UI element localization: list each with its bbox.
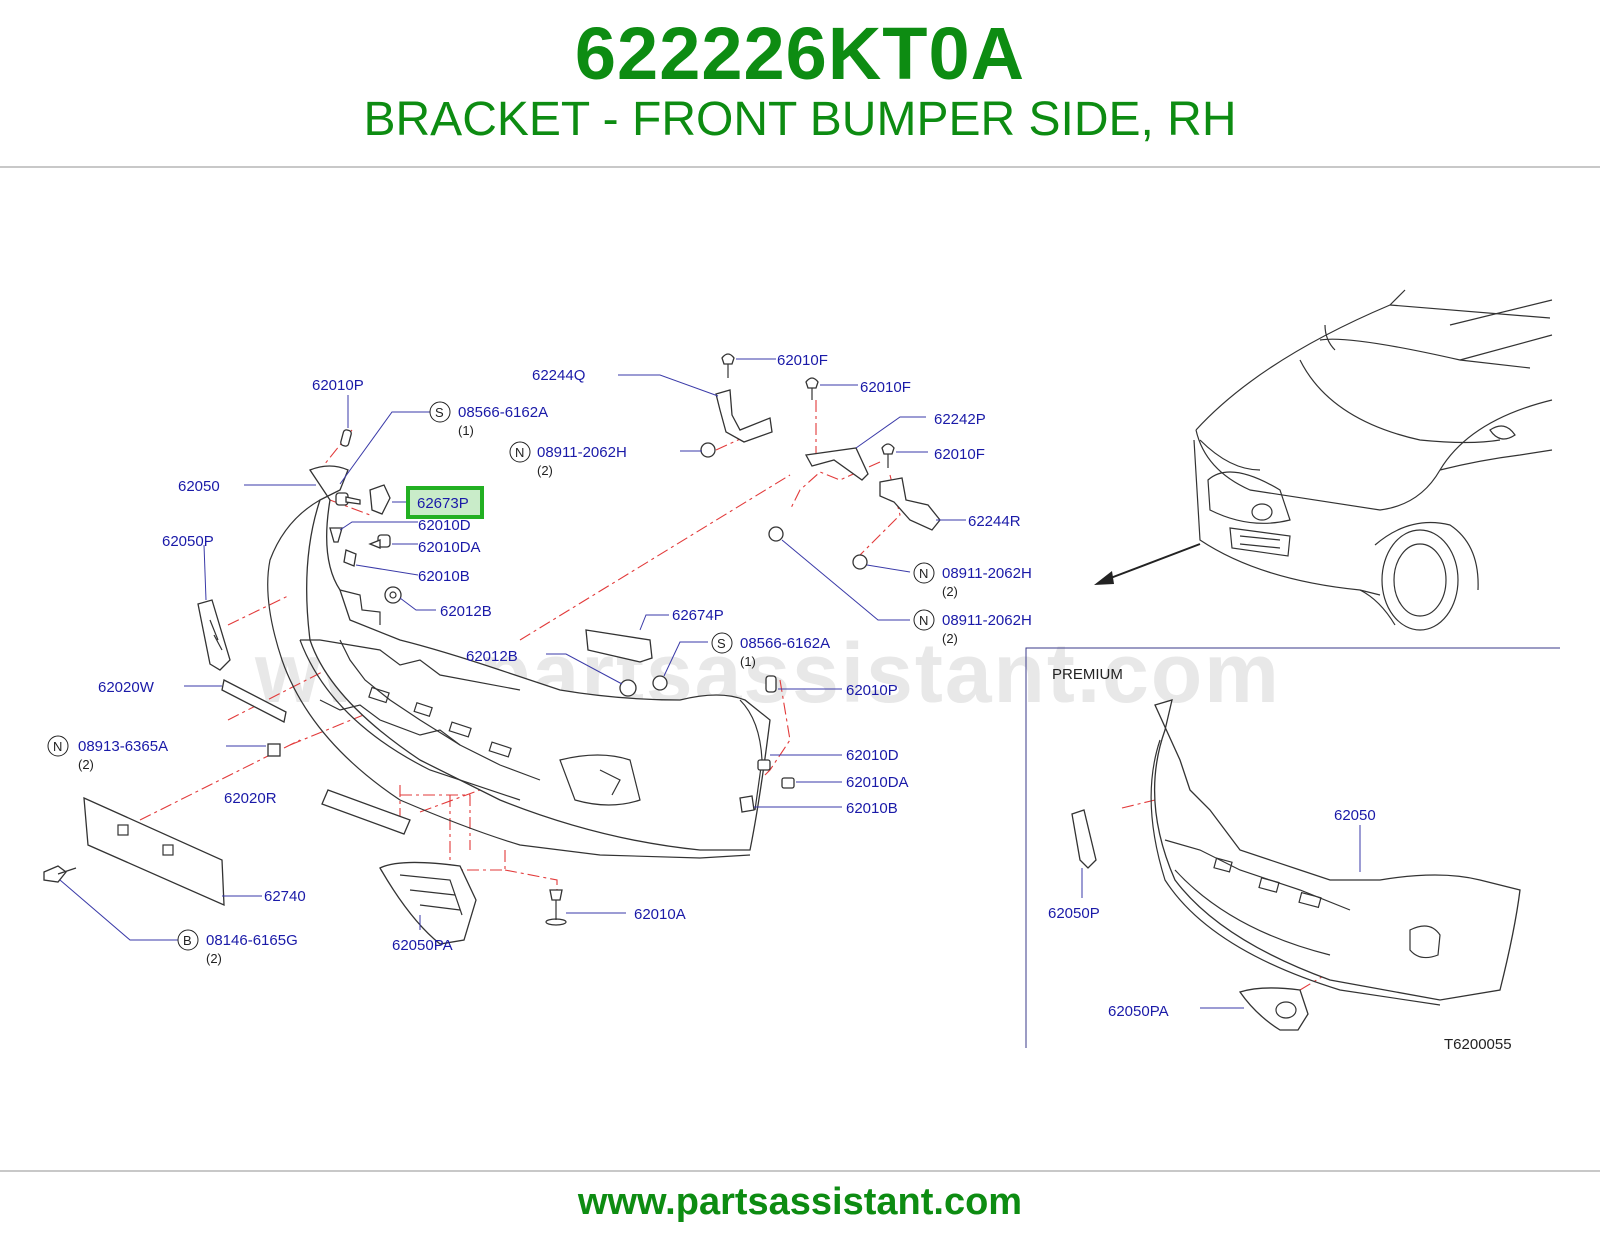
callout-08911-top: 08911-2062H: [537, 444, 627, 461]
callout-08911-low: 08911-2062H: [942, 612, 1032, 629]
qty-08146: (2): [206, 951, 222, 966]
callout-62010B-top: 62010B: [418, 568, 470, 585]
svg-text:S: S: [435, 405, 444, 420]
qty-08566-mid: (1): [740, 654, 756, 669]
svg-text:N: N: [919, 566, 928, 581]
callout-62242P: 62242P: [934, 411, 986, 428]
inset-callout-62050PA: 62050PA: [1108, 1003, 1169, 1020]
callout-62010F-2: 62010F: [860, 379, 911, 396]
callout-62010F-3: 62010F: [934, 446, 985, 463]
screw-symbol: [429, 401, 451, 423]
callout-62012B-top: 62012B: [440, 603, 492, 620]
parts-diagram: www.partsassistant.com: [43, 289, 1560, 1053]
footer-divider: [0, 1170, 1600, 1172]
part-number-title: 622226KT0A: [574, 12, 1026, 95]
small-parts: [43, 353, 1309, 1031]
qty-08911-top: (2): [537, 463, 553, 478]
callout-62674P: 62674P: [672, 607, 724, 624]
callout-62010DA-top: 62010DA: [418, 539, 481, 556]
callout-62010DA-low: 62010DA: [846, 774, 909, 791]
callout-62010A: 62010A: [634, 906, 686, 923]
svg-text:N: N: [919, 613, 928, 628]
qty-08913: (2): [78, 757, 94, 772]
svg-text:N: N: [53, 739, 62, 754]
qty-08566-top: (1): [458, 423, 474, 438]
callout-62010B-low: 62010B: [846, 800, 898, 817]
qty-08911-mid: (2): [942, 584, 958, 599]
callout-labels: 62010P S 08566-6162A (1) 62244Q 62010F 6…: [47, 352, 1032, 966]
figure-code: T6200055: [1444, 1036, 1512, 1053]
callout-62050P: 62050P: [162, 533, 214, 550]
callout-62010P-mid: 62010P: [846, 682, 898, 699]
callout-62012B-mid: 62012B: [466, 648, 518, 665]
front-bumper-62050: [267, 465, 771, 859]
nut-symbol: [509, 441, 531, 463]
qty-08911-low: (2): [942, 631, 958, 646]
inset-callout-62050: 62050: [1334, 807, 1376, 824]
highlight-62673P: [406, 486, 484, 519]
callout-62010D-top: 62010D: [418, 517, 471, 534]
header-divider: [0, 166, 1600, 168]
svg-text:N: N: [515, 445, 524, 460]
svg-text:S: S: [717, 636, 726, 651]
inset-labels: PREMIUM 62050 62050P 62050PA T6200055: [1048, 666, 1512, 1053]
callout-62010P-top: 62010P: [312, 377, 364, 394]
callout-08146: 08146-6165G: [206, 932, 298, 949]
callout-62050: 62050: [178, 478, 220, 495]
leader-lines: [59, 358, 1361, 1009]
callout-62244Q: 62244Q: [532, 367, 585, 384]
callout-08566-mid: 08566-6162A: [740, 635, 830, 652]
callout-62010D-low: 62010D: [846, 747, 899, 764]
inset-frame: [1025, 647, 1560, 1048]
callout-08911-mid: 08911-2062H: [942, 565, 1032, 582]
inset-bumper-62050: [1150, 699, 1521, 1006]
callout-62673P: 62673P: [417, 495, 469, 512]
callout-62020W: 62020W: [98, 679, 155, 696]
inset-callout-62050P: 62050P: [1048, 905, 1100, 922]
vehicle-location-sketch: [1094, 289, 1553, 631]
inset-title: PREMIUM: [1052, 666, 1123, 683]
callout-08566-top: 08566-6162A: [458, 404, 548, 421]
bolt-symbol: [177, 929, 199, 951]
page-header: 622226KT0A BRACKET - FRONT BUMPER SIDE, …: [0, 0, 1600, 170]
callout-62010F-1: 62010F: [777, 352, 828, 369]
part-description: BRACKET - FRONT BUMPER SIDE, RH: [363, 93, 1237, 146]
callout-62740: 62740: [264, 888, 306, 905]
callout-62020R: 62020R: [224, 790, 277, 807]
footer-website-link[interactable]: www.partsassistant.com: [577, 1181, 1023, 1223]
callout-08913: 08913-6365A: [78, 738, 168, 755]
callout-62050PA: 62050PA: [392, 937, 453, 954]
svg-text:B: B: [183, 933, 192, 948]
callout-62244R: 62244R: [968, 513, 1021, 530]
